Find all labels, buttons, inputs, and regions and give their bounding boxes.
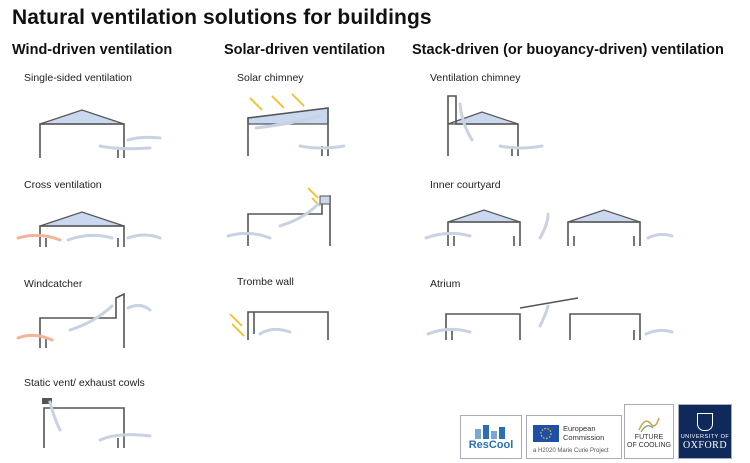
column-heading-stack: Stack-driven (or buoyancy-driven) ventil… (412, 42, 724, 58)
eu-commission-logo: European Commission a H2020 Marie Curie … (526, 415, 622, 459)
oxford-small-text: UNIVERSITY OF (680, 433, 730, 440)
label-solar-chimney: Solar chimney (237, 72, 304, 84)
diagram-vent-chimney (447, 95, 544, 156)
column-heading-solar: Solar-driven ventilation (224, 42, 386, 58)
rescool-logo: ResCool (460, 415, 522, 459)
rescool-logo-text: ResCool (468, 439, 514, 451)
diagram-solar-chimney (247, 93, 346, 156)
future-of-cooling-logo: FUTURE OF COOLING (624, 404, 674, 459)
sun-rays-icon (249, 93, 305, 111)
column-heading-wind: Wind-driven ventilation (12, 42, 173, 58)
label-courtyard: Inner courtyard (430, 179, 501, 191)
diagram-solar-stack (226, 187, 331, 246)
future-of-cooling-text: FUTURE OF COOLING (627, 434, 671, 450)
eu-stars-icon (540, 427, 552, 440)
diagram-windcatcher (16, 292, 152, 348)
label-trombe: Trombe wall (237, 276, 294, 288)
label-windcatcher: Windcatcher (24, 278, 83, 290)
eu-text-line2: Commission (563, 433, 605, 442)
diagram-trombe (229, 311, 329, 340)
sun-rays-icon (229, 313, 245, 337)
building-skyline-icon (475, 425, 505, 439)
diagram-cross (16, 211, 162, 247)
diagram-atrium (426, 297, 674, 340)
oxford-crest-icon (697, 412, 713, 431)
diagram-static-vent (42, 398, 152, 448)
page-title: Natural ventilation solutions for buildi… (12, 6, 432, 29)
eu-text-line1: European (563, 424, 596, 433)
eu-commission-text: European Commission (563, 424, 604, 442)
wave-swirl-icon (638, 417, 660, 432)
eu-flag-icon (533, 425, 559, 442)
label-single-sided: Single-sided ventilation (24, 72, 132, 84)
diagram-single-sided (39, 109, 162, 158)
label-cross: Cross ventilation (24, 179, 102, 191)
foc-line2: OF COOLING (627, 441, 671, 449)
label-vent-chimney: Ventilation chimney (430, 72, 521, 84)
eu-subtitle: a H2020 Marie Curie Project (533, 448, 609, 454)
label-atrium: Atrium (430, 278, 461, 290)
diagram-courtyard (424, 209, 674, 246)
foc-line1: FUTURE (634, 433, 664, 441)
oxford-big-text: OXFORD (682, 439, 728, 451)
oxford-logo: UNIVERSITY OF OXFORD (678, 404, 732, 459)
label-static-vent: Static vent/ exhaust cowls (24, 377, 145, 389)
